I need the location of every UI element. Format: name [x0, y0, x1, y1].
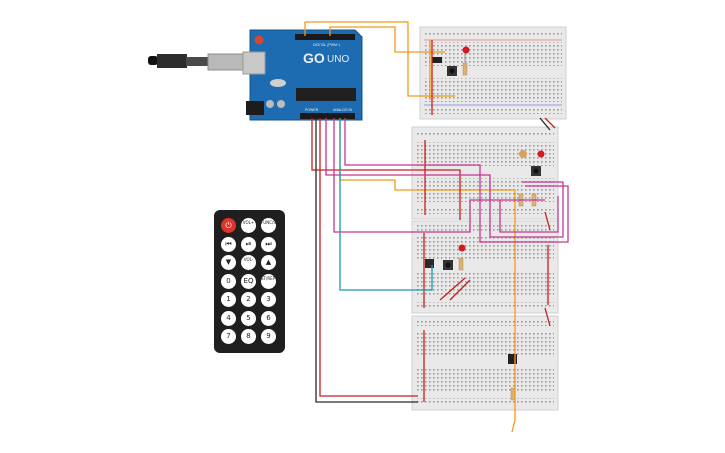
breadboard-4[interactable]: [411, 315, 559, 411]
remote-2-button[interactable]: 2: [241, 292, 256, 307]
power-analog-header[interactable]: [300, 113, 355, 119]
wire-magenta-2[interactable]: [333, 118, 545, 233]
wire-red-1[interactable]: [311, 118, 461, 220]
remote-st-rept-button[interactable]: ST/REPT: [261, 274, 278, 289]
remote-6-button[interactable]: 6: [261, 311, 276, 326]
reset-button[interactable]: [254, 35, 264, 45]
wire-red-11[interactable]: [439, 277, 466, 301]
remote-4-button[interactable]: 4: [221, 311, 236, 326]
pushbutton-3[interactable]: [443, 260, 453, 270]
uno-brand-label: UNO: [327, 54, 349, 65]
remote-7-button[interactable]: 7: [221, 329, 236, 344]
photoresistor[interactable]: [519, 150, 527, 158]
remote-next-button[interactable]: ⏭: [261, 237, 276, 252]
crystal: [270, 79, 286, 87]
analog-label: ANALOG IN: [333, 108, 353, 112]
temperature-sensor[interactable]: [508, 354, 517, 364]
remote-power-button[interactable]: ⏻: [221, 218, 236, 233]
wire-dark-2[interactable]: [539, 117, 551, 131]
remote-8-button[interactable]: 8: [241, 329, 256, 344]
pushbutton-1[interactable]: [447, 66, 457, 76]
remote-vol-up-button[interactable]: VOL+: [241, 218, 256, 233]
wires[interactable]: [304, 21, 569, 433]
resistor-1[interactable]: [462, 62, 468, 76]
led-red-2[interactable]: [537, 150, 545, 158]
arduino-uno-board[interactable]: GO UNO DIGITAL (PWM~) ANALOG IN POWER: [242, 29, 363, 121]
remote-prev-button[interactable]: ⏮: [221, 237, 236, 252]
wire-red-9[interactable]: [544, 307, 551, 327]
remote-up-button[interactable]: ▲: [261, 255, 276, 270]
led-red-1[interactable]: [462, 46, 470, 63]
led-red-3[interactable]: [458, 244, 466, 252]
usb-cable[interactable]: [148, 53, 249, 71]
pushbutton-2[interactable]: [531, 166, 541, 176]
remote-func-stop-button[interactable]: FUNC/STOP: [261, 218, 284, 233]
power-label: POWER: [305, 108, 319, 112]
wire-red-12[interactable]: [449, 279, 471, 301]
wire-orange-1[interactable]: [304, 21, 455, 97]
digital-label: DIGITAL (PWM~): [313, 43, 340, 47]
wire-magenta-1[interactable]: [325, 118, 564, 238]
remote-9-button[interactable]: 9: [261, 329, 276, 344]
remote-5-button[interactable]: 5: [241, 311, 256, 326]
ir-remote[interactable]: ⏻ VOL+ FUNC/STOP ⏮ ⏯ ⏭ ▼ VOL- ▲ 0 EQ ST/…: [214, 210, 285, 353]
wire-red-8[interactable]: [544, 211, 551, 231]
remote-down-button[interactable]: ▼: [221, 255, 236, 270]
ir-receiver[interactable]: [432, 57, 442, 63]
wire-red-2[interactable]: [319, 118, 418, 397]
remote-3-button[interactable]: 3: [261, 292, 276, 307]
uno-logo-symbol: GO: [303, 50, 325, 66]
wire-dark-1[interactable]: [315, 118, 418, 403]
wire-magenta-4[interactable]: [499, 196, 559, 233]
digital-header[interactable]: [295, 34, 355, 40]
wire-teal-1[interactable]: [339, 118, 433, 291]
breadboard-1[interactable]: [419, 26, 567, 120]
wire-orange-2[interactable]: [329, 26, 445, 53]
remote-1-button[interactable]: 1: [221, 292, 236, 307]
wire-magenta-3[interactable]: [344, 118, 569, 243]
breadboard-3[interactable]: [411, 220, 559, 314]
resistor-4[interactable]: [458, 257, 464, 271]
wire-red-7[interactable]: [544, 117, 556, 129]
remote-vol-down-button[interactable]: VOL-: [241, 255, 256, 270]
remote-play-pause-button[interactable]: ⏯: [241, 237, 256, 252]
remote-0-button[interactable]: 0: [221, 274, 236, 289]
atmega-chip: [296, 88, 356, 101]
remote-eq-button[interactable]: EQ: [241, 274, 256, 289]
ir-receiver-2[interactable]: [425, 259, 434, 268]
